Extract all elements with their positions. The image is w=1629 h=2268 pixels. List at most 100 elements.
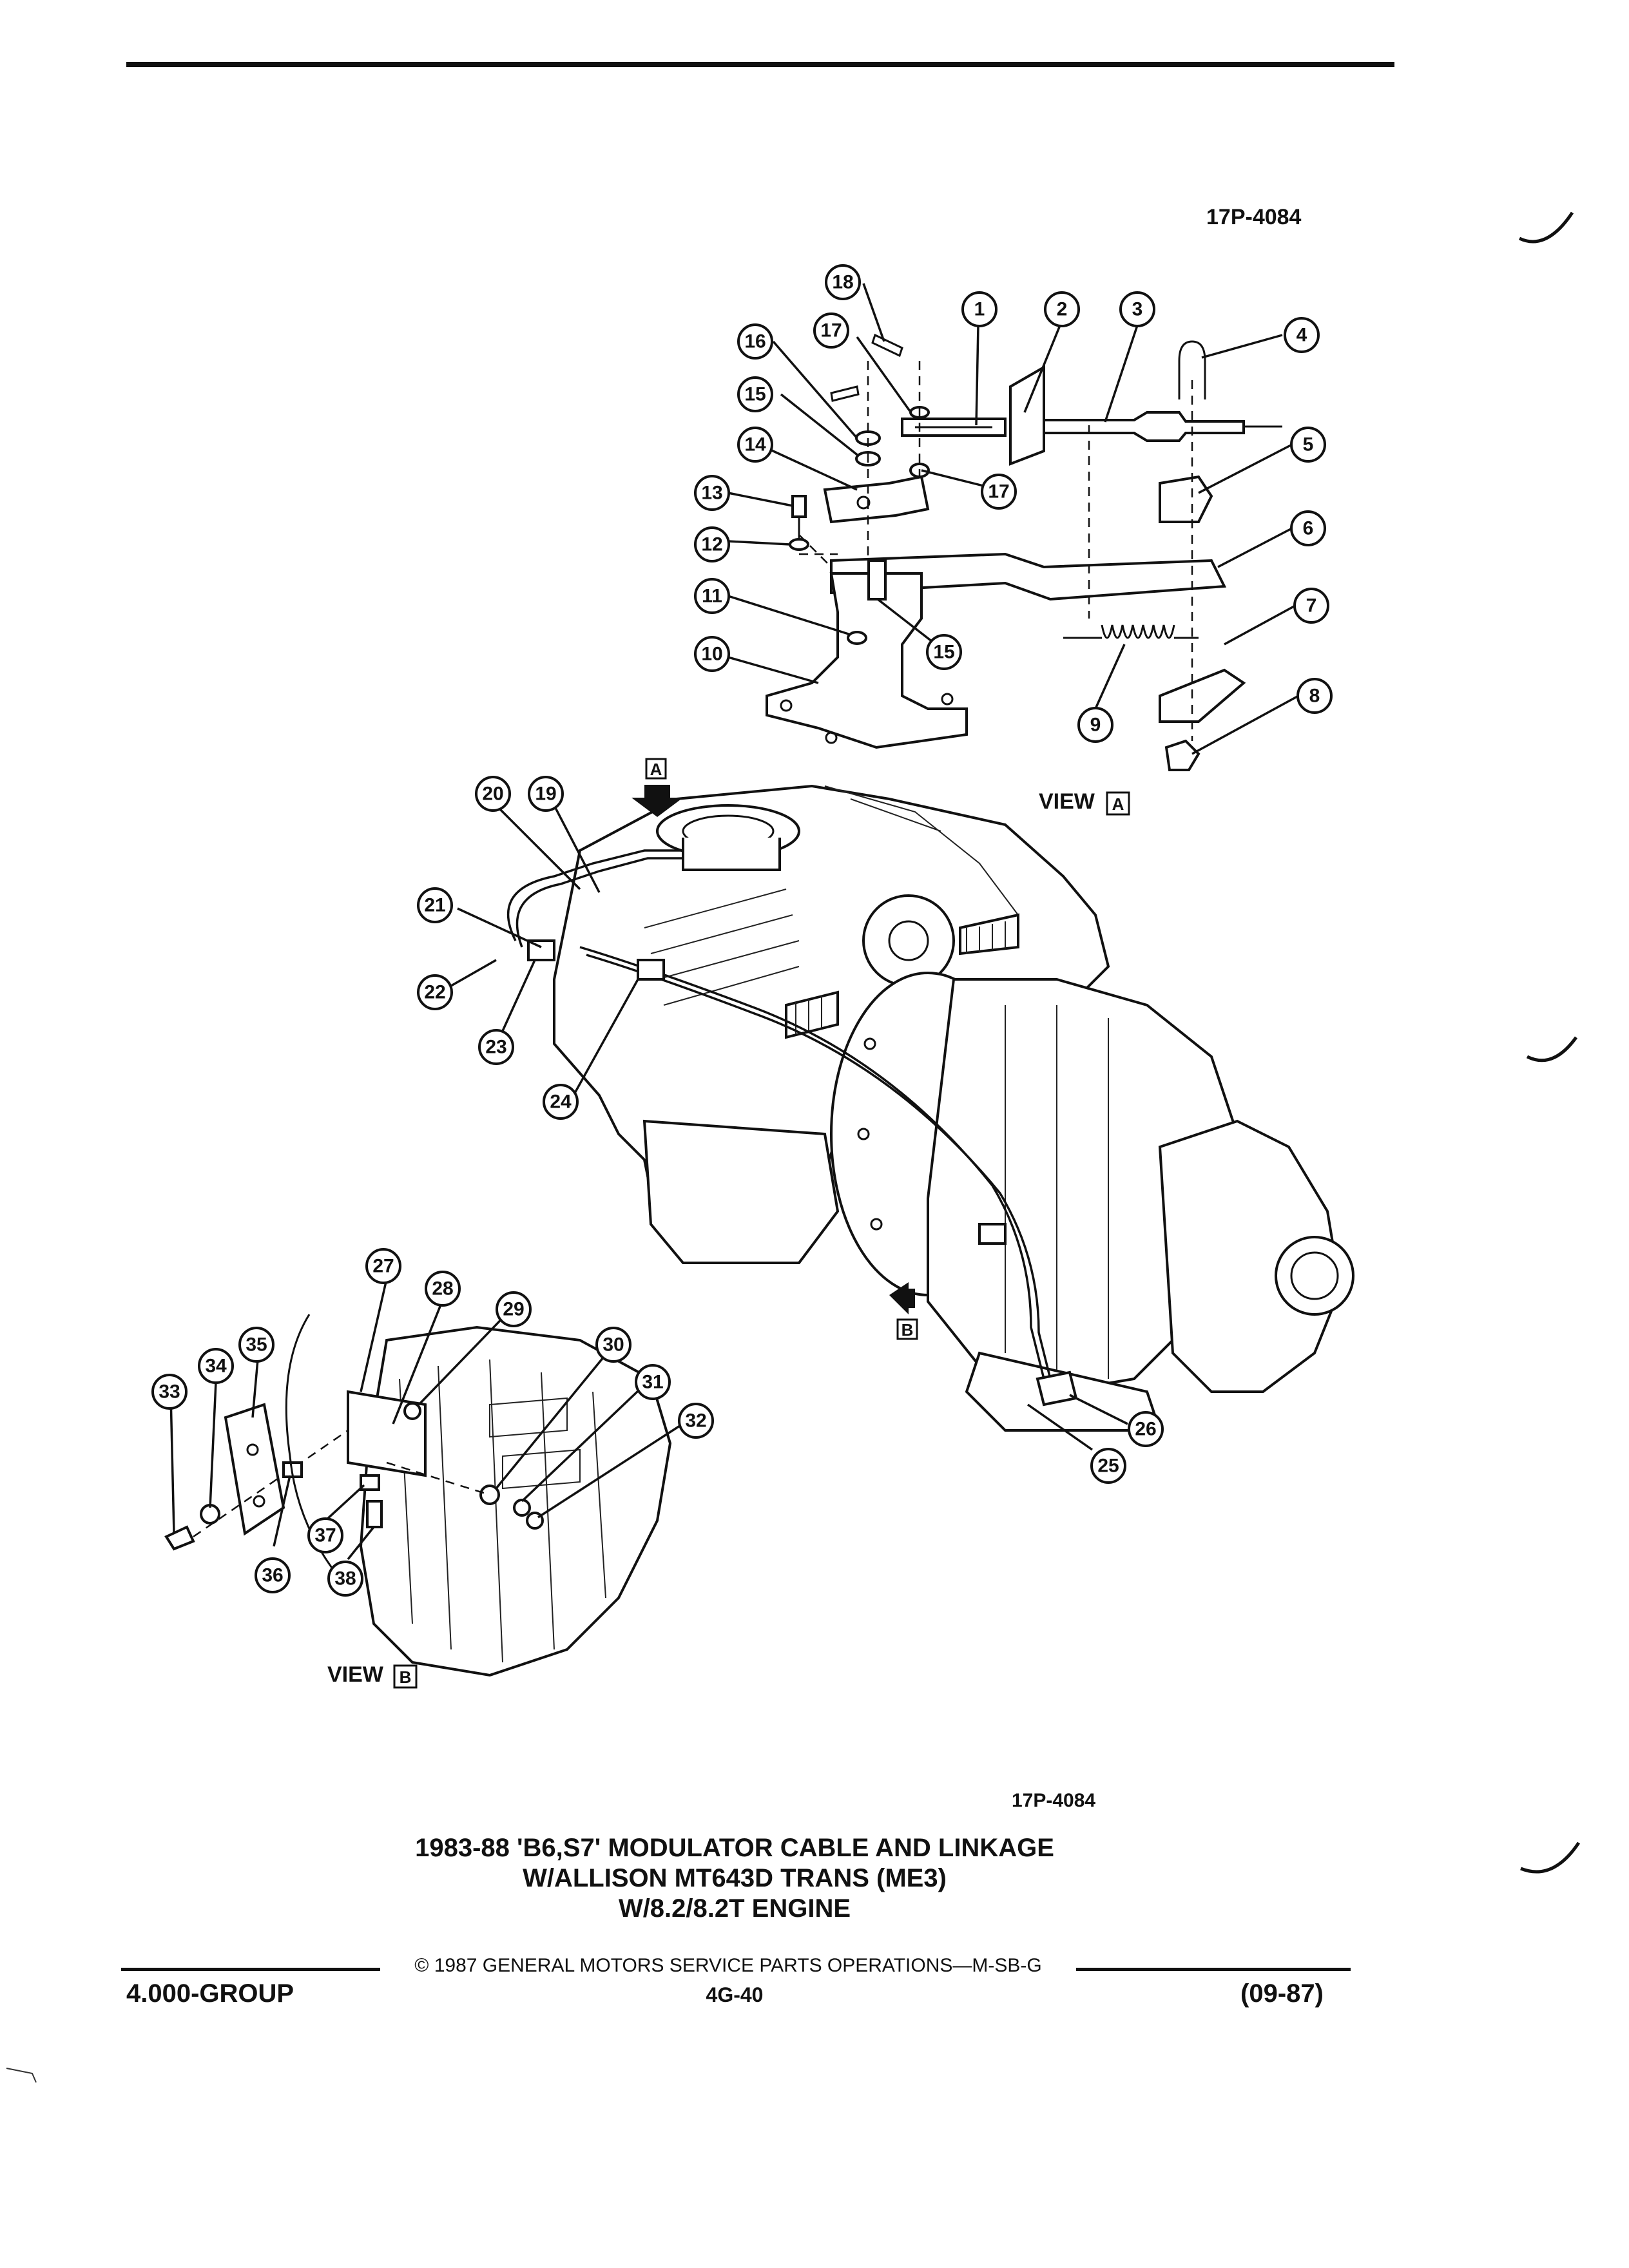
callout-19: 19: [528, 776, 564, 812]
svg-text:18: 18: [832, 272, 853, 293]
callout-20: 20: [475, 776, 511, 812]
callout-3: 3: [1119, 291, 1155, 327]
svg-text:16: 16: [744, 331, 766, 352]
callout-25: 25: [1090, 1448, 1126, 1484]
svg-text:6: 6: [1303, 518, 1314, 539]
svg-text:8: 8: [1309, 686, 1320, 707]
footer-copyright: © 1987 GENERAL MOTORS SERVICE PARTS OPER…: [414, 1955, 1042, 1976]
callout-37: 37: [307, 1517, 343, 1553]
svg-text:B: B: [901, 1320, 914, 1340]
svg-text:22: 22: [424, 982, 445, 1003]
callout-30: 30: [595, 1327, 631, 1363]
svg-text:15: 15: [933, 642, 954, 663]
callout-35: 35: [238, 1327, 275, 1363]
engine-transmission-assembly: [506, 784, 1354, 1432]
svg-text:7: 7: [1306, 595, 1317, 617]
callout-18: 18: [825, 264, 861, 300]
svg-text:28: 28: [432, 1278, 453, 1300]
svg-text:19: 19: [535, 783, 556, 805]
svg-text:37: 37: [314, 1525, 336, 1546]
svg-text:A: A: [650, 760, 662, 779]
direction-arrow-a: A: [631, 758, 683, 817]
caption-line-2: W/ALLISON MT643D TRANS (ME3): [523, 1864, 947, 1892]
svg-text:9: 9: [1090, 715, 1101, 736]
figure-caption: 1983-88 'B6,S7' MODULATOR CABLE AND LINK…: [258, 1833, 1211, 1924]
callout-5: 5: [1290, 427, 1326, 463]
callout-15a: 15: [737, 376, 773, 412]
callout-8: 8: [1296, 678, 1333, 714]
svg-text:17: 17: [820, 320, 842, 341]
svg-text:36: 36: [262, 1565, 283, 1586]
callout-13: 13: [694, 475, 730, 511]
callout-26: 26: [1128, 1411, 1164, 1447]
svg-text:26: 26: [1135, 1419, 1156, 1440]
callout-14: 14: [737, 427, 773, 463]
svg-text:24: 24: [550, 1091, 572, 1113]
view-a-label: VIEW A: [1039, 789, 1130, 816]
svg-text:VIEW: VIEW: [327, 1662, 384, 1687]
direction-arrow-b: B: [889, 1282, 918, 1340]
caption-line-1: 1983-88 'B6,S7' MODULATOR CABLE AND LINK…: [415, 1834, 1054, 1862]
svg-text:15: 15: [744, 384, 766, 405]
callout-17a: 17: [813, 312, 849, 349]
callout-leaders: [169, 283, 1299, 1561]
svg-text:29: 29: [503, 1299, 524, 1320]
callout-6: 6: [1290, 510, 1326, 546]
callout-38: 38: [327, 1561, 363, 1597]
callout-7: 7: [1293, 588, 1329, 624]
svg-text:14: 14: [744, 434, 766, 456]
caption-line-3: W/8.2/8.2T ENGINE: [618, 1894, 851, 1923]
callout-22: 22: [417, 974, 453, 1010]
view-b-label: VIEW B: [327, 1662, 418, 1689]
svg-text:17: 17: [988, 481, 1009, 503]
svg-text:23: 23: [485, 1037, 506, 1058]
callout-27: 27: [365, 1248, 401, 1284]
callout-36: 36: [255, 1557, 291, 1593]
svg-text:5: 5: [1303, 434, 1314, 456]
callout-34: 34: [198, 1348, 234, 1384]
svg-text:20: 20: [482, 783, 503, 805]
callout-24: 24: [543, 1084, 579, 1120]
footer-date: (09-87): [1240, 1979, 1324, 2008]
figure-code-bottom: 17P-4084: [1012, 1790, 1096, 1811]
callout-29: 29: [496, 1291, 532, 1327]
callout-31: 31: [635, 1364, 671, 1400]
callout-32: 32: [678, 1403, 714, 1439]
footer-rule-left: [121, 1968, 380, 1971]
callout-16: 16: [737, 323, 773, 360]
svg-text:12: 12: [701, 534, 722, 555]
svg-text:2: 2: [1057, 299, 1068, 320]
callout-23: 23: [478, 1029, 514, 1065]
callout-10: 10: [694, 636, 730, 672]
callout-28: 28: [425, 1271, 461, 1307]
svg-text:10: 10: [701, 644, 722, 665]
callout-15b: 15: [926, 634, 962, 670]
svg-text:11: 11: [702, 586, 722, 607]
callout-1: 1: [961, 291, 998, 327]
svg-text:33: 33: [159, 1381, 180, 1403]
svg-text:21: 21: [424, 895, 445, 916]
svg-text:35: 35: [246, 1334, 267, 1356]
callout-12: 12: [694, 526, 730, 562]
figure-code-top: 17P-4084: [1206, 205, 1302, 229]
view-a-linkage-assembly: [766, 333, 1282, 771]
footer-page-number: 4G-40: [706, 1983, 764, 2006]
footer-group: 4.000-GROUP: [126, 1979, 294, 2008]
svg-text:VIEW: VIEW: [1039, 789, 1095, 814]
svg-text:B: B: [400, 1667, 412, 1687]
callout-numbers: 1 2 3 4 5 6 7 8 9 10 11 12 13 14 15 15 1…: [151, 264, 1333, 1597]
svg-text:25: 25: [1097, 1456, 1119, 1477]
svg-text:32: 32: [685, 1410, 706, 1432]
callout-17b: 17: [981, 474, 1017, 510]
svg-text:38: 38: [334, 1568, 356, 1590]
svg-text:27: 27: [372, 1256, 394, 1277]
callout-33: 33: [151, 1374, 188, 1410]
callout-4: 4: [1284, 317, 1320, 353]
callout-9: 9: [1077, 707, 1113, 743]
svg-text:A: A: [1112, 794, 1124, 814]
footer-rule-right: [1076, 1968, 1351, 1971]
callout-11: 11: [694, 578, 730, 614]
view-b-inset: [164, 1314, 672, 1677]
